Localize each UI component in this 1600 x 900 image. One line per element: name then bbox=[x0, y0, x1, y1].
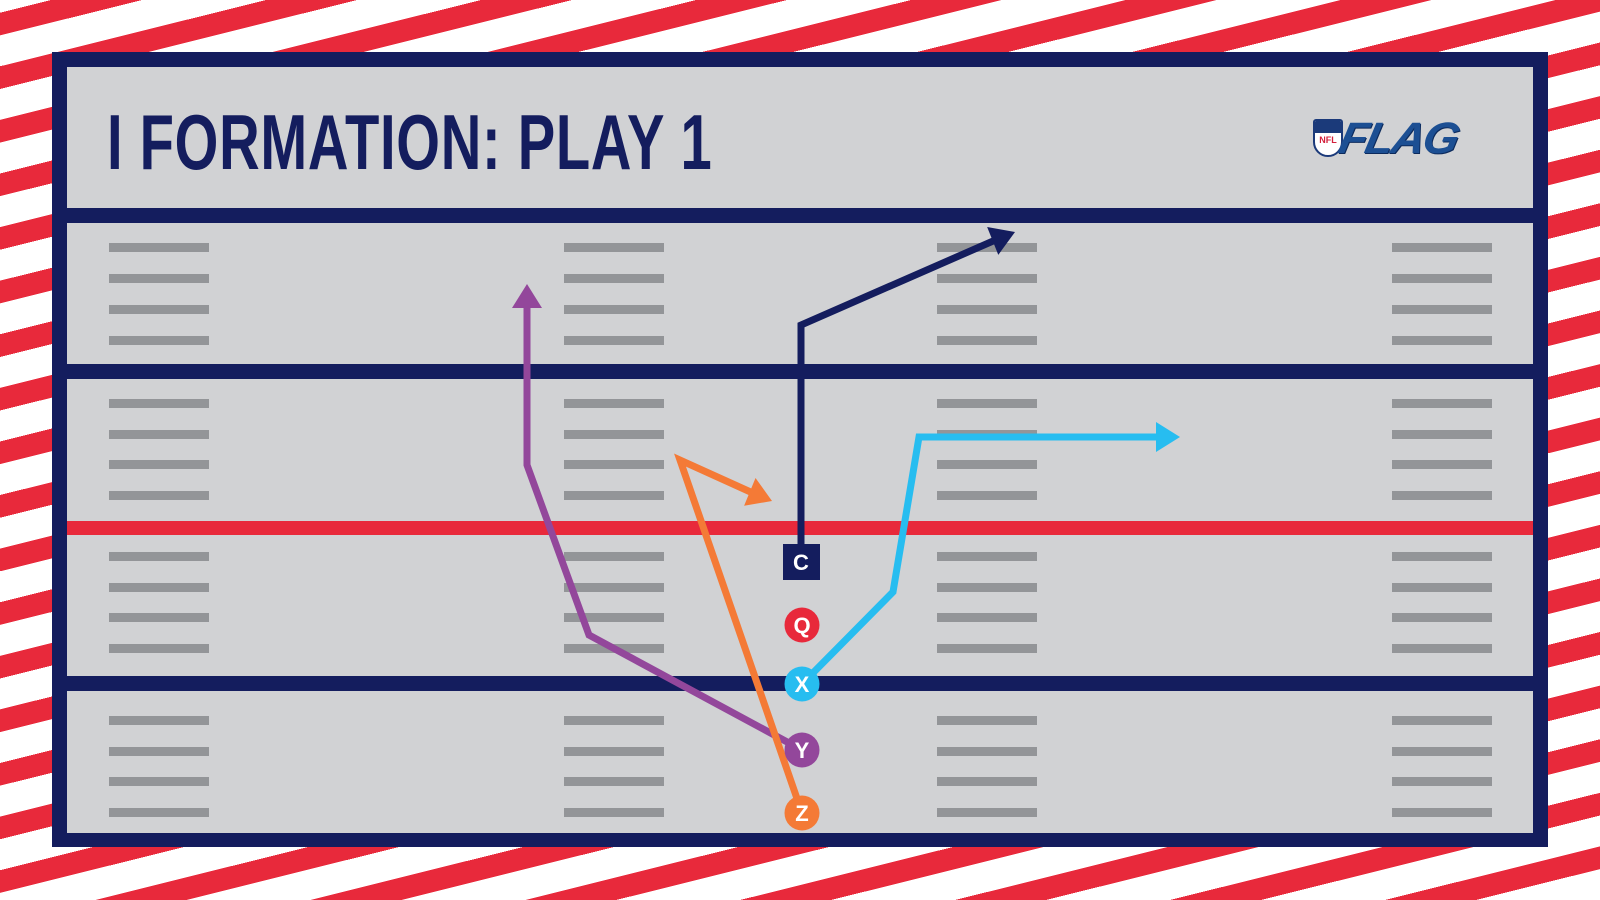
hash-mark bbox=[937, 583, 1037, 592]
hash-mark bbox=[1392, 747, 1492, 756]
hash-mark bbox=[109, 491, 209, 500]
hash-mark bbox=[1392, 430, 1492, 439]
hash-mark bbox=[1392, 305, 1492, 314]
hash-mark bbox=[937, 399, 1037, 408]
hash-mark bbox=[109, 808, 209, 817]
hash-mark bbox=[937, 716, 1037, 725]
hash-mark bbox=[1392, 274, 1492, 283]
route-c bbox=[797, 234, 1002, 545]
hash-mark bbox=[937, 491, 1037, 500]
player-q-label: Q bbox=[793, 613, 810, 638]
hash-mark bbox=[564, 583, 664, 592]
hash-mark bbox=[1392, 460, 1492, 469]
player-x-label: X bbox=[795, 672, 810, 697]
hash-mark bbox=[564, 460, 664, 469]
hash-mark bbox=[109, 583, 209, 592]
hash-mark bbox=[937, 644, 1037, 653]
player-c-marker bbox=[783, 544, 820, 580]
hash-mark bbox=[109, 460, 209, 469]
hash-mark bbox=[564, 399, 664, 408]
yard-divider bbox=[67, 208, 1533, 223]
hash-mark bbox=[109, 305, 209, 314]
hash-mark bbox=[109, 716, 209, 725]
player-y-marker bbox=[784, 732, 820, 768]
hash-mark bbox=[564, 808, 664, 817]
hash-mark bbox=[1392, 552, 1492, 561]
hash-mark bbox=[109, 644, 209, 653]
hash-mark bbox=[564, 430, 664, 439]
hash-mark bbox=[937, 336, 1037, 345]
hash-mark bbox=[564, 243, 664, 252]
arrowhead-icon bbox=[987, 226, 1015, 255]
hash-mark bbox=[937, 613, 1037, 622]
arrowhead-icon bbox=[744, 477, 772, 506]
hash-mark bbox=[109, 430, 209, 439]
arrowhead-icon bbox=[512, 284, 542, 308]
hash-mark bbox=[564, 491, 664, 500]
hash-mark bbox=[1392, 613, 1492, 622]
page-title: I FORMATION: PLAY 1 bbox=[107, 98, 713, 186]
hash-mark bbox=[109, 243, 209, 252]
route-z bbox=[674, 453, 806, 815]
hash-mark bbox=[1392, 336, 1492, 345]
hash-mark bbox=[1392, 243, 1492, 252]
hash-mark bbox=[109, 613, 209, 622]
hash-mark bbox=[937, 305, 1037, 314]
hash-mark bbox=[109, 274, 209, 283]
hash-mark bbox=[1392, 644, 1492, 653]
hash-mark bbox=[937, 460, 1037, 469]
header-panel: I FORMATION: PLAY 1 NFL FLAG bbox=[67, 67, 1533, 208]
hash-mark bbox=[564, 336, 664, 345]
hash-mark bbox=[1392, 716, 1492, 725]
hash-mark bbox=[937, 808, 1037, 817]
hash-mark bbox=[1392, 399, 1492, 408]
player-z-label: Z bbox=[795, 801, 808, 826]
hash-mark bbox=[1392, 583, 1492, 592]
player-y-label: Y bbox=[795, 738, 810, 763]
player-z-marker bbox=[784, 795, 820, 831]
player-q-marker bbox=[784, 607, 820, 643]
route-y bbox=[523, 305, 804, 754]
hash-mark bbox=[1392, 491, 1492, 500]
hash-mark bbox=[109, 777, 209, 786]
route-x bbox=[799, 433, 1160, 687]
hash-mark bbox=[109, 552, 209, 561]
hash-mark bbox=[109, 747, 209, 756]
hash-mark bbox=[564, 747, 664, 756]
hash-mark bbox=[1392, 808, 1492, 817]
nfl-shield-icon: NFL bbox=[1313, 119, 1343, 157]
arrowhead-icon bbox=[1156, 422, 1180, 452]
player-x-marker bbox=[784, 666, 820, 702]
hash-mark bbox=[564, 613, 664, 622]
hash-mark bbox=[109, 399, 209, 408]
hash-mark bbox=[937, 552, 1037, 561]
hash-mark bbox=[564, 274, 664, 283]
player-c-label: C bbox=[793, 550, 809, 575]
hash-mark bbox=[564, 777, 664, 786]
nfl-shield-text: NFL bbox=[1319, 135, 1337, 145]
hash-mark bbox=[564, 716, 664, 725]
hash-mark bbox=[937, 274, 1037, 283]
hash-mark bbox=[1392, 777, 1492, 786]
hash-mark bbox=[937, 777, 1037, 786]
hash-mark bbox=[564, 305, 664, 314]
nfl-flag-logo: NFL FLAG bbox=[1313, 114, 1473, 167]
hash-mark bbox=[564, 552, 664, 561]
hash-mark bbox=[937, 747, 1037, 756]
hash-mark bbox=[109, 336, 209, 345]
